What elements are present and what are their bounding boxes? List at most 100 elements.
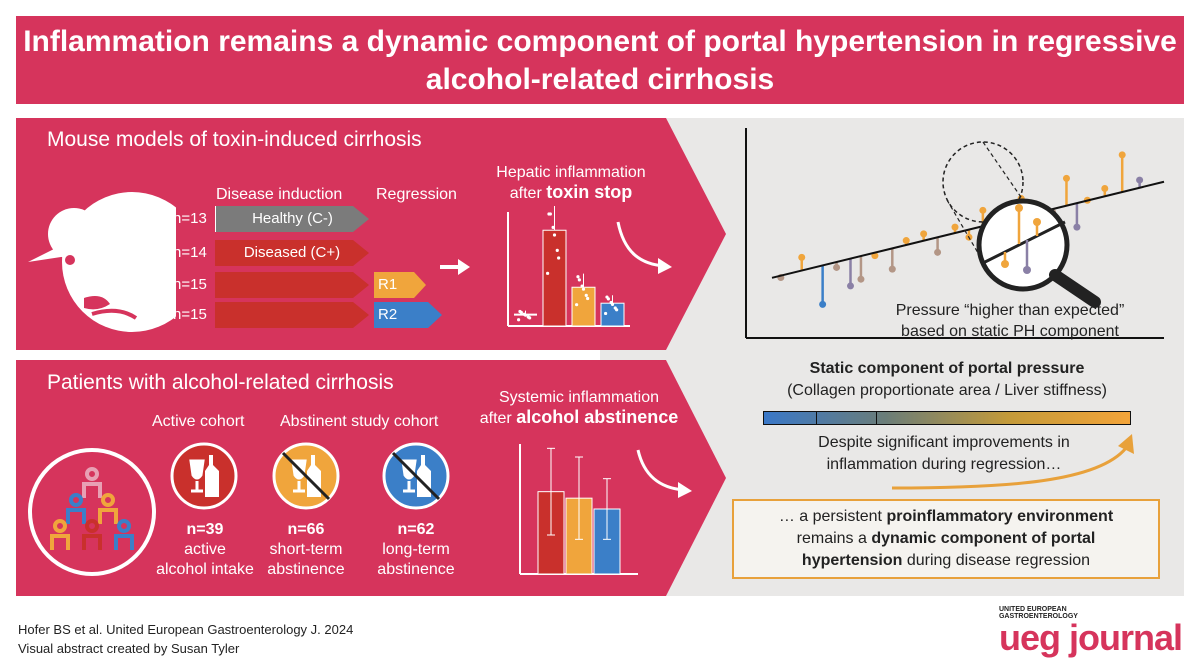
cohort-active-text: n=39 active alcohol intake [150, 520, 260, 580]
scatter-point [857, 275, 865, 283]
chart-point [546, 271, 550, 275]
chart-point [586, 296, 590, 301]
conclusion-text: during disease regression [902, 552, 1091, 569]
regression-label: R2 [378, 306, 398, 323]
page-title: Inflammation remains a dynamic component… [23, 25, 1177, 96]
cohort-long-term-text: n=62 long-term abstinence [366, 520, 466, 580]
cohort-n: n=66 [287, 521, 325, 538]
group-n-label: n=13 [173, 210, 207, 227]
chart-point [584, 293, 588, 297]
pressure-note-line: Pressure “higher than expected” [895, 302, 1125, 319]
abstinent-cohort-label: Abstinent study cohort [280, 413, 439, 430]
scatter-point [819, 300, 827, 308]
static-component-label: Static component of portal pressure (Col… [744, 358, 1150, 402]
chart-point [548, 212, 552, 216]
static-component-sub: (Collagen proportionate area / Liver sti… [787, 382, 1107, 399]
no-alcohol-short-term-icon [272, 442, 340, 510]
pressure-note-line: based on static PH component [901, 323, 1119, 340]
col-regression-label: Regression [376, 186, 457, 203]
gradient-tick [876, 412, 877, 424]
conclusion-bold: dynamic component of portal [871, 530, 1096, 547]
scatter-point [1062, 174, 1070, 182]
no-alcohol-long-term-icon [382, 442, 450, 510]
scatter-point [1101, 184, 1109, 192]
patients-heading: Patients with alcohol-related cirrhosis [47, 371, 394, 394]
chart-point [517, 318, 521, 322]
conclusion-box: … a persistent proinflammatory environme… [732, 499, 1160, 579]
chart-title-bold: alcohol abstinence [516, 407, 679, 427]
title-banner: Inflammation remains a dynamic component… [16, 16, 1184, 104]
chart-point [604, 311, 608, 316]
chart-title-pre: after [509, 185, 547, 202]
chart-title-pre: after [479, 410, 517, 427]
chart-point [615, 308, 619, 312]
chart-point [552, 233, 557, 237]
conclusion-text: … a persistent [778, 508, 887, 525]
conclusion-bold: hypertension [801, 552, 903, 569]
ueg-journal-logo: UNITED EUROPEAN GASTROENTEROLOGY ueg jou… [998, 606, 1183, 658]
curved-arrow-icon [616, 221, 672, 274]
scatter-point [798, 253, 806, 261]
gradient-tick [816, 412, 817, 424]
group-bar-label: Healthy (C-) [252, 210, 333, 227]
hepatic-inflammation-chart [507, 206, 630, 327]
scatter-point [1073, 223, 1081, 231]
cohort-n: n=39 [186, 521, 224, 538]
scatter-point [951, 223, 959, 231]
cohort-short-term-text: n=66 short-term abstinence [256, 520, 356, 580]
chart-point [581, 287, 586, 291]
ueg-brand-small: UNITED EUROPEAN GASTROENTEROLOGY [998, 606, 1078, 620]
scatter-point [847, 282, 854, 290]
chart-point [576, 275, 580, 279]
curved-arrow-icon [636, 449, 692, 498]
despite-line: Despite significant improvements in [818, 434, 1070, 451]
static-gradient-bar [763, 411, 1131, 425]
pressure-note: Pressure “higher than expected” based on… [860, 300, 1160, 342]
cohort-line: abstinence [377, 561, 455, 578]
cohort-line: abstinence [267, 561, 345, 578]
footer-citation: Hofer BS et al. United European Gastroen… [18, 622, 354, 637]
group-bar-r2-induction [215, 302, 369, 328]
regression-bar-r2: R2 [374, 302, 442, 328]
scatter-point [833, 263, 841, 271]
chart-point [557, 256, 561, 260]
active-cohort-label: Active cohort [152, 413, 245, 430]
chart-bar [542, 229, 567, 327]
group-bar-diseased: Diseased (C+) [215, 240, 369, 266]
group-n-label: n=15 [173, 276, 207, 293]
cohort-line: short-term [269, 541, 343, 558]
cohort-line: alcohol intake [156, 561, 254, 578]
despite-line: inflammation during regression… [826, 456, 1062, 473]
cohort-line: long-term [382, 541, 450, 558]
people-group-icon [28, 448, 156, 576]
chart-point [555, 248, 559, 252]
chart-point [519, 310, 523, 315]
footer-credit: Visual abstract created by Susan Tyler [18, 641, 240, 656]
col-induction-label: Disease induction [216, 186, 343, 203]
despite-note: Despite significant improvements in infl… [764, 432, 1124, 476]
no-alcohol-active-icon [170, 442, 238, 510]
regression-label: R1 [378, 276, 398, 293]
chart-title-line: Systemic inflammation [498, 389, 660, 406]
chart-bar [600, 302, 625, 327]
conclusion-bold: proinflammatory environment [886, 508, 1114, 525]
chart-title-bold: toxin stop [546, 182, 633, 202]
scatter-point [888, 265, 896, 273]
group-n-label: n=15 [173, 306, 207, 323]
cohort-n: n=62 [397, 521, 435, 538]
scatter-point [1118, 151, 1126, 159]
chart-point [575, 303, 579, 307]
static-component-title: Static component of portal pressure [809, 360, 1085, 377]
conclusion-text: remains a [796, 530, 872, 547]
chart-bar [571, 286, 596, 327]
chart-point [528, 316, 532, 320]
systemic-chart-title: Systemic inflammation after alcohol abst… [466, 389, 692, 428]
scatter-point [1136, 176, 1144, 184]
chart-point [610, 302, 615, 306]
ueg-brand-logo: ueg journal [998, 617, 1183, 658]
cohort-line: active [184, 541, 226, 558]
chart-point [580, 284, 584, 288]
group-bar-r1-induction [215, 272, 369, 298]
group-bar-healthy: Healthy (C-) [215, 206, 369, 232]
regression-bar-r1: R1 [374, 272, 426, 298]
